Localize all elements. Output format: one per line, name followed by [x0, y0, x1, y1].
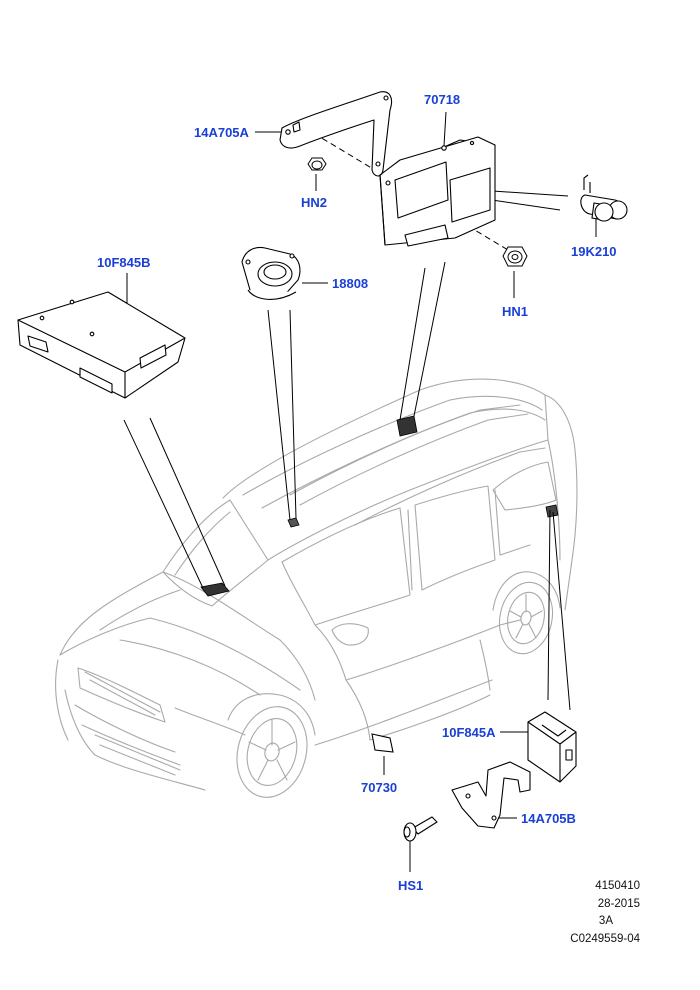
nut-hn1-drawing	[502, 246, 528, 267]
leader-lines	[123, 111, 597, 872]
callout-10f845a[interactable]: 10F845A	[442, 725, 496, 740]
nut-hn2-drawing	[307, 157, 327, 171]
bolt-hs1-drawing	[403, 816, 438, 842]
battery-19k210-drawing	[580, 174, 628, 222]
label-70730-drawing	[371, 733, 394, 753]
callout-18808[interactable]: 18808	[332, 276, 369, 291]
callout-14a705b[interactable]: 14A705B	[521, 811, 576, 826]
reference-date: 28-2015	[597, 898, 640, 910]
module-70718-drawing	[379, 136, 496, 247]
callout-70730[interactable]: 70730	[361, 780, 398, 795]
reference-number: 4150410	[595, 880, 640, 892]
reference-sheet: 3A	[598, 915, 613, 927]
reference-code: C0249559-04	[570, 933, 640, 945]
bracket-14a705b-drawing	[451, 761, 531, 829]
speaker-18808-drawing	[241, 246, 301, 300]
vehicle-outline	[55, 378, 578, 798]
callout-70718[interactable]: 70718	[424, 92, 461, 107]
callout-hs1[interactable]: HS1	[398, 878, 424, 893]
callout-hn2[interactable]: HN2	[301, 195, 328, 210]
callout-hn1[interactable]: HN1	[502, 304, 529, 319]
callout-14a705a[interactable]: 14A705A	[194, 125, 249, 140]
module-10f845b-drawing	[17, 291, 186, 399]
module-10f845a-drawing	[527, 711, 577, 783]
vehicle-part-markers	[200, 415, 559, 597]
callout-10f845b[interactable]: 10F845B	[97, 255, 151, 270]
bracket-14a705a-drawing	[279, 91, 393, 177]
callout-19k210[interactable]: 19K210	[571, 244, 617, 259]
